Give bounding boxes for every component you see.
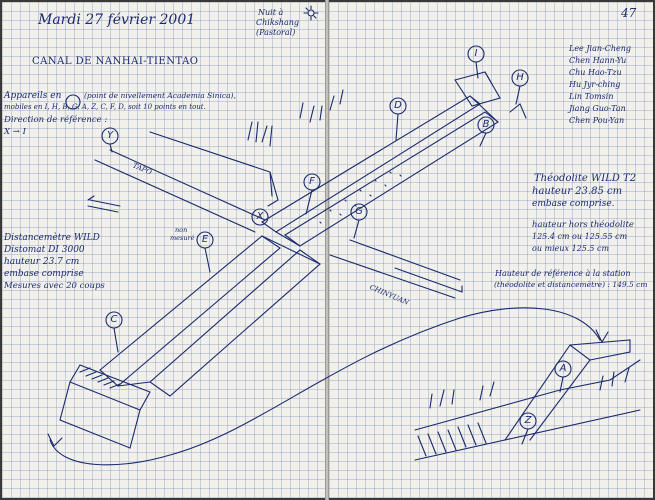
night-note-line-3: (Pastoral) (256, 28, 296, 37)
canal-title: CANAL DE NANHAI-TIENTAO (32, 56, 199, 67)
reference-height-line-1: Hauteur de référence à la station (495, 269, 631, 278)
page-number: 47 (621, 6, 637, 20)
detail-canal-top (414, 359, 641, 431)
theodolite-line-5: hauteur hors théodolite (532, 220, 634, 230)
point-label-z: Z (524, 415, 532, 426)
upper-canal-left-wall (261, 95, 481, 233)
theodolite-line-6: 125.4 cm ou 125.55 cm (532, 232, 628, 241)
team-member-6: Jiang Guo-Tan (569, 104, 626, 113)
devices-line-1: Appareils en (4, 91, 62, 101)
theodolite-line-7: ou mieux 125.5 cm (532, 244, 610, 253)
non-mesure-label-1: non (175, 226, 188, 234)
distancemeter-line-5: Mesures avec 20 coups (4, 281, 105, 291)
theodolite-line-3: embase comprise. (532, 199, 615, 209)
right-page (329, 2, 653, 498)
night-note-line-2: Chikshang (256, 18, 299, 27)
theodolite-line-1: Théodolite WILD T2 (534, 173, 637, 184)
point-label-g: G (355, 206, 363, 217)
devices-line-3: mobiles en I, H, B, G, A, Z, C, F, D, so… (4, 103, 206, 111)
distancemeter-line-4: embase comprise (4, 269, 84, 279)
point-label-f: F (309, 176, 315, 187)
road-line-bottom (94, 159, 256, 233)
point-label-c: C (110, 314, 118, 325)
team-member-2: Chen Hann-Yu (569, 56, 627, 65)
point-label-e: E (201, 234, 209, 245)
team-member-7: Chen Pou-Yan (569, 116, 625, 125)
curve-flow-line (49, 307, 601, 466)
team-member-1: Lee Jian-Cheng (569, 44, 631, 53)
team-member-4: Hu Jyr-ching (569, 80, 621, 89)
distancemeter-line-1: Distancemètre WILD (4, 233, 100, 243)
reference-height-line-2: (théodolite et distancemètre) : 149.5 cm (494, 280, 648, 289)
point-label-h: H (516, 72, 524, 83)
road-line-top (109, 149, 266, 221)
point-label-y: Y (106, 130, 114, 141)
theodolite-line-2: hauteur 23.85 cm (532, 186, 623, 197)
team-member-5: Lin Tomsin (569, 92, 614, 101)
lower-canal-right (149, 249, 321, 397)
distancemeter-line-2: Distomat DI 3000 (4, 245, 85, 255)
non-mesure-label-2: mesuré (170, 234, 195, 242)
devices-line-2: (point de nivellement Academia Sinica), (84, 91, 236, 100)
devices-line-4: Direction de référence : (4, 115, 108, 125)
team-member-3: Chu Hao-Tzu (569, 68, 622, 77)
box-c-side (59, 381, 141, 449)
notebook-spine (325, 0, 329, 500)
point-label-x: X (256, 211, 264, 222)
date-heading: Mardi 27 février 2001 (38, 12, 196, 28)
point-label-d: D (394, 100, 402, 111)
devices-line-5: X → I (4, 127, 26, 137)
lower-canal-left (99, 235, 281, 387)
point-label-b: B (482, 119, 490, 130)
distancemeter-line-3: hauteur 23.7 cm (4, 257, 80, 267)
night-note-line-1: Nuit à (258, 8, 284, 17)
left-page (2, 2, 325, 498)
wall-y (149, 131, 279, 207)
structure-i (454, 71, 501, 107)
detail-canal-bottom (414, 409, 641, 461)
point-label-a: A (559, 363, 567, 374)
point-label-i: I (474, 48, 478, 59)
detail-ramp (504, 344, 591, 441)
chinyuan-line-top (329, 254, 456, 299)
